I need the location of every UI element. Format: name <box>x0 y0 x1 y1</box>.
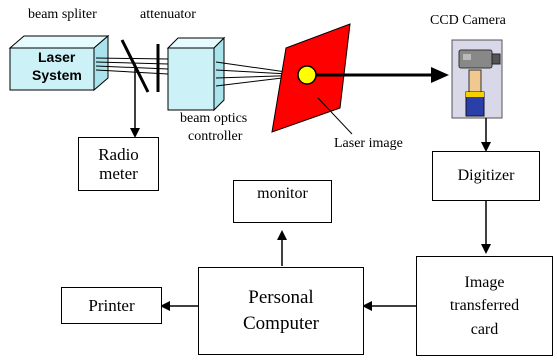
image-transferred-card-box: Image transferred card <box>416 256 553 356</box>
radiometer-box: Radio meter <box>78 137 159 191</box>
radiometer-label-line2: meter <box>99 164 138 183</box>
digitizer-label: Digitizer <box>457 167 515 185</box>
personal-computer-label-line1: Personal <box>248 287 314 309</box>
monitor-box: monitor <box>233 180 332 223</box>
laser-image-leader <box>317 97 353 135</box>
personal-computer-box: Personal Computer <box>198 267 364 355</box>
image-card-label-line3: card <box>470 320 499 338</box>
image-card-label-line1: Image <box>464 274 505 292</box>
personal-computer-label-line2: Computer <box>243 313 319 334</box>
ccd-camera-label: CCD Camera <box>430 13 506 28</box>
printer-box: Printer <box>61 287 162 324</box>
laser-system-label-line1: Laser <box>38 49 76 65</box>
laser-spot <box>297 65 317 85</box>
laser-system-label-line2: System <box>32 67 82 83</box>
beam-optics-label-line2: controller <box>188 129 243 144</box>
monitor-label: monitor <box>257 185 308 202</box>
ccd-camera-icon <box>451 39 503 119</box>
image-card-label-line2: transferred <box>449 297 520 315</box>
printer-label: Printer <box>88 295 135 315</box>
laser-image-label: Laser image <box>334 136 403 151</box>
radiometer-label-line1: Radio <box>98 144 139 164</box>
beam-optics-label-line1: beam optics <box>180 111 248 126</box>
attenuator-label: attenuator <box>140 7 196 22</box>
beam-optics-controller-block <box>166 36 226 112</box>
digitizer-box: Digitizer <box>432 151 540 201</box>
beam-splitter-label: beam spliter <box>28 7 97 22</box>
laser-system-block <box>8 34 110 92</box>
